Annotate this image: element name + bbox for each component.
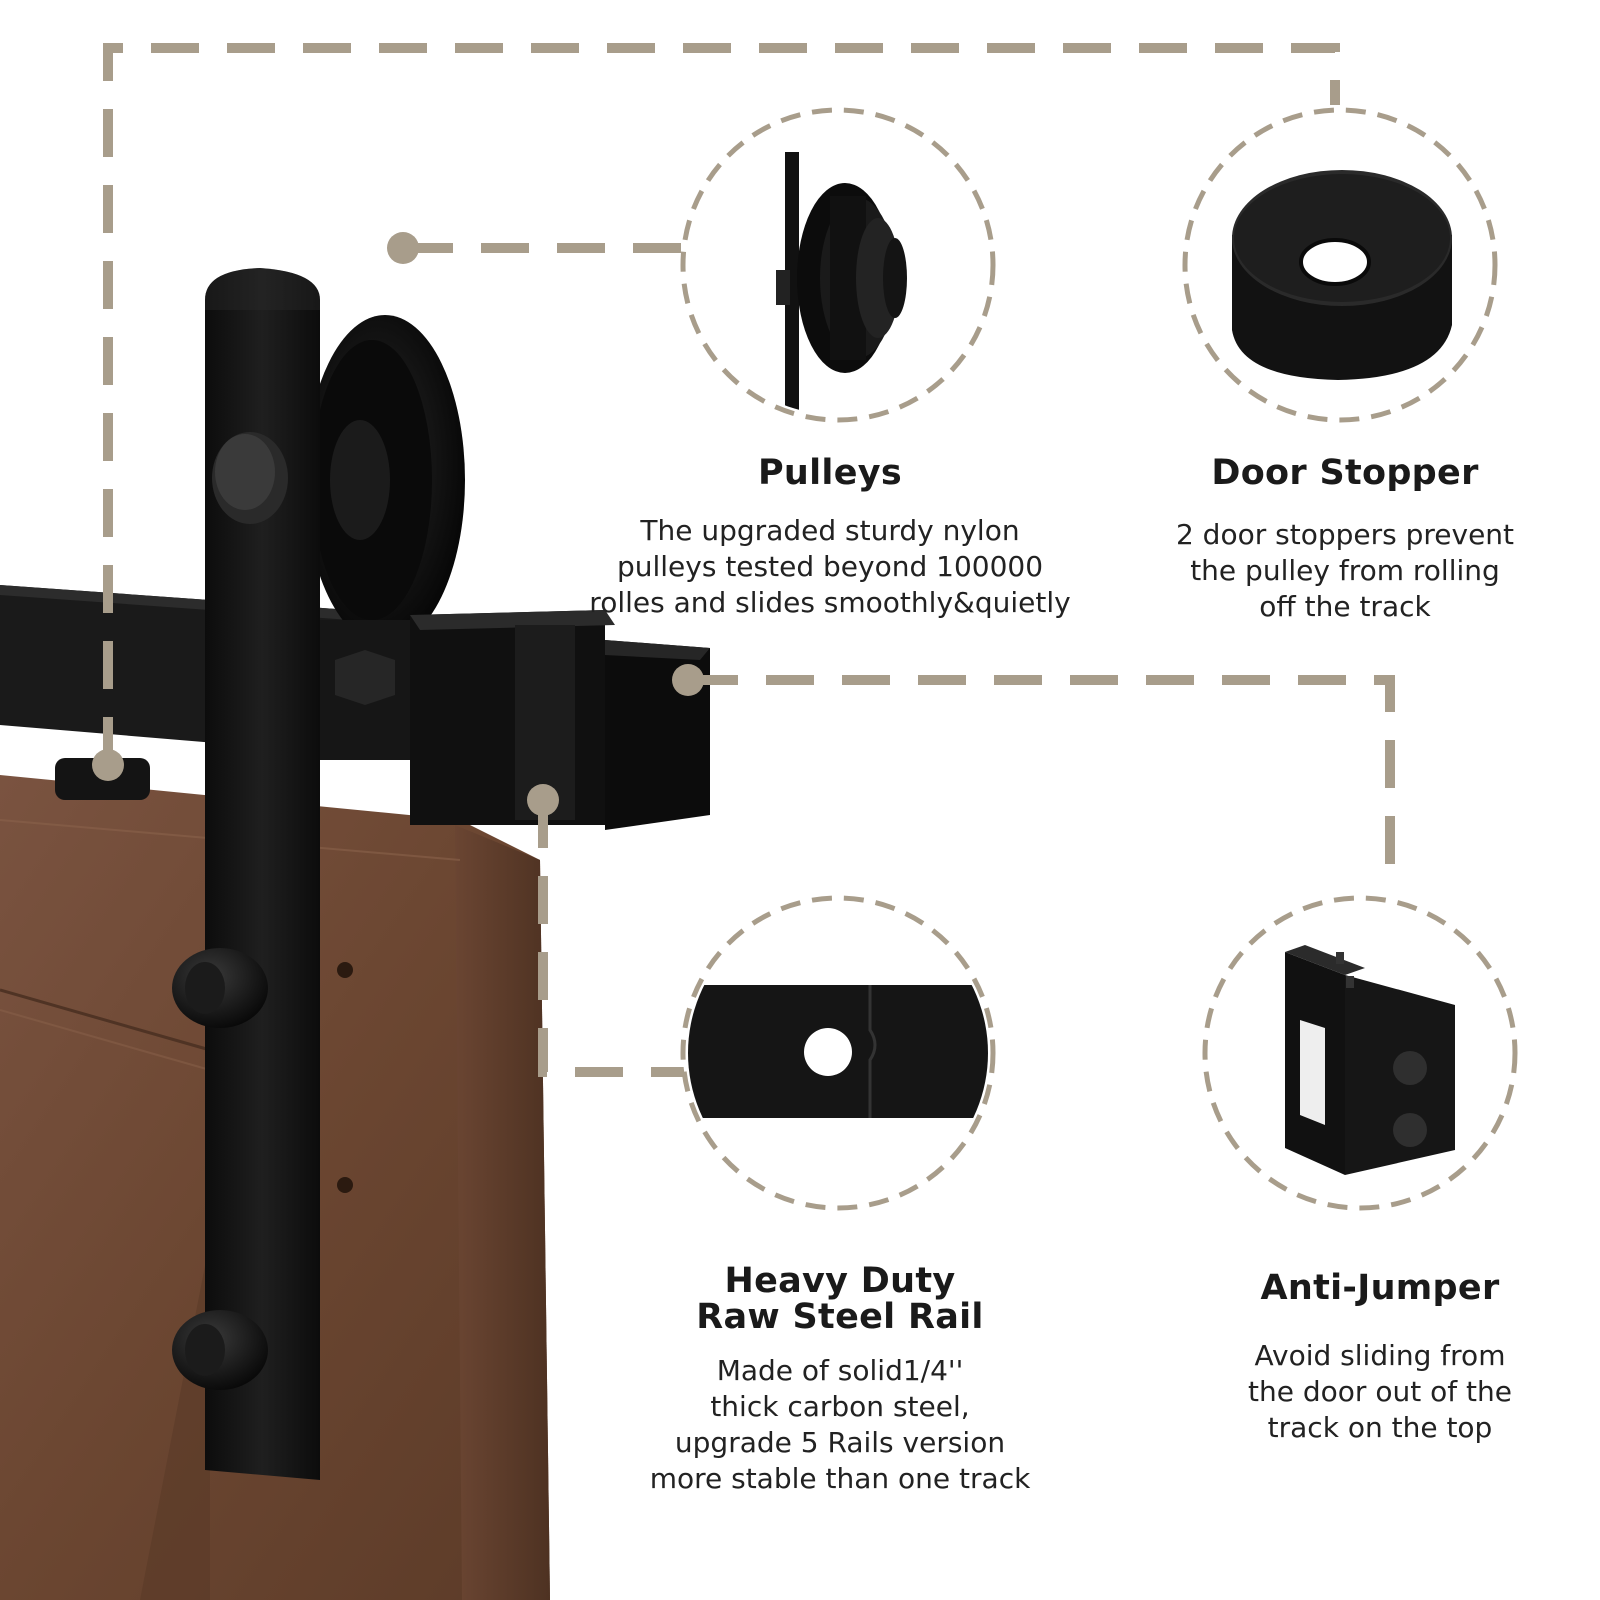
title-line: Raw Steel Rail [696, 1297, 984, 1337]
anti-jumper-on-track [410, 610, 710, 830]
feature-pulleys: Pulleys The upgraded sturdy nylon pulley… [560, 455, 1100, 621]
desc-line: off the track [1259, 590, 1431, 623]
desc-line: 2 door stoppers prevent [1175, 518, 1515, 551]
desc-line: upgrade 5 Rails version [674, 1426, 1006, 1459]
door-stopper-icon [1182, 107, 1498, 423]
feature-steel-rail: Heavy Duty Raw Steel Rail Made of solid1… [600, 1263, 1080, 1497]
desc-line: The upgraded sturdy nylon [640, 514, 1020, 547]
desc-line: track on the top [1267, 1411, 1493, 1444]
feature-steel-rail-title: Heavy Duty Raw Steel Rail [600, 1263, 1080, 1335]
desc-line: pulleys tested beyond 100000 [616, 550, 1044, 583]
desc-line: Avoid sliding from [1254, 1339, 1506, 1372]
feature-anti-jumper-desc: Avoid sliding from the door out of the t… [1190, 1338, 1570, 1446]
desc-line: Made of solid1/4'' [716, 1354, 964, 1387]
title-line: Heavy Duty [724, 1261, 956, 1301]
desc-line: the door out of the [1248, 1375, 1512, 1408]
pulley-wheel-icon [680, 107, 996, 423]
feature-door-stopper: Door Stopper 2 door stoppers prevent the… [1160, 455, 1530, 625]
desc-line: more stable than one track [649, 1462, 1031, 1495]
desc-line: the pulley from rolling [1190, 554, 1500, 587]
hanger-strap [205, 268, 320, 1480]
guide-lines [103, 43, 1395, 1077]
feature-door-stopper-desc: 2 door stoppers prevent the pulley from … [1160, 517, 1530, 625]
desc-line: thick carbon steel, [710, 1390, 970, 1423]
feature-anti-jumper: Anti-Jumper Avoid sliding from the door … [1190, 1270, 1570, 1446]
feature-pulleys-desc: The upgraded sturdy nylon pulleys tested… [560, 513, 1100, 621]
feature-door-stopper-title: Door Stopper [1211, 453, 1479, 493]
desc-line: rolles and slides smoothly&quietly [589, 586, 1071, 619]
guide-dots [92, 232, 704, 816]
steel-rail-icon [680, 895, 996, 1211]
guide-rail [538, 800, 688, 1077]
track-bolt [320, 620, 410, 760]
anti-jumper-bracket-icon [1202, 895, 1518, 1211]
door-bolts [172, 948, 268, 1390]
guide-anti-jumper [690, 675, 1395, 890]
guide-outer-frame [103, 43, 1340, 765]
feature-anti-jumper-title: Anti-Jumper [1260, 1268, 1500, 1308]
pulley-wheel [305, 315, 465, 645]
feature-steel-rail-desc: Made of solid1/4'' thick carbon steel, u… [600, 1353, 1080, 1497]
feature-pulleys-title: Pulleys [757, 453, 903, 493]
